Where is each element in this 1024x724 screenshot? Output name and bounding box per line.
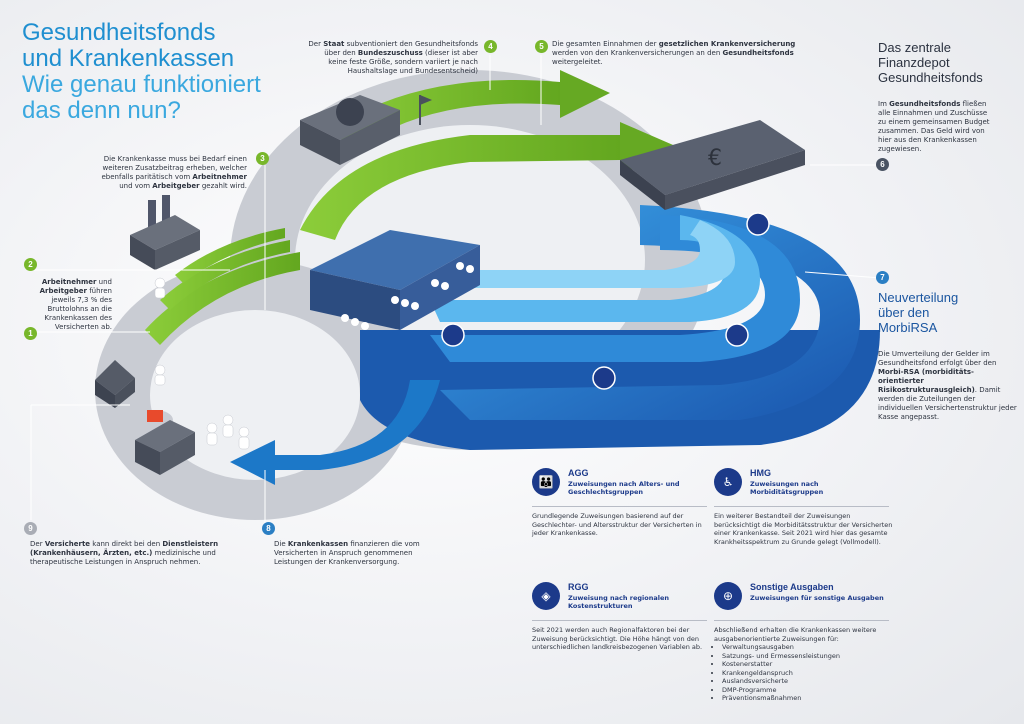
gesundheitsfonds-block: €: [620, 120, 805, 210]
person-pawns: [154, 277, 250, 450]
blue-distribution-bands: [230, 205, 880, 485]
title-line-1: Gesundheitsfonds: [22, 19, 216, 46]
list-item: DMP-Programme: [722, 686, 894, 695]
house-building: [95, 360, 135, 408]
step-5-note: Die gesamten Einnahmen der gesetzlichen …: [552, 40, 796, 66]
title-line-3: Wie genau funktioniert: [22, 71, 261, 98]
list-item: Satzungs- und Ermessensleistungen: [722, 652, 894, 661]
step-6-note: Im Gesundheitsfonds fließen alle Einnahm…: [878, 100, 990, 153]
step-badge-2: 2: [24, 258, 37, 271]
card-agg: 👪 AGG Zuweisungen nach Alters- und Gesch…: [532, 468, 707, 548]
list-item: Verwaltungsausgaben: [722, 643, 894, 652]
state-building: [300, 95, 432, 165]
fonds-header: Das zentrale Finanzdepot Gesundheitsfond…: [878, 40, 983, 85]
step-badge-1: 1: [24, 327, 37, 340]
step-badge-5: 5: [535, 40, 548, 53]
card-hmg: ♿ HMG Zuweisungen nach Morbiditätsgruppe…: [714, 468, 893, 546]
factory-building: [130, 195, 200, 270]
step-badge-8: 8: [262, 522, 275, 535]
band-icons: [441, 212, 770, 390]
morbirsa-header: Neuverteilung über den MorbiRSA: [878, 290, 959, 335]
hospital-building: [135, 410, 195, 475]
green-contribution-arcs: [145, 228, 300, 345]
sonstige-list: Verwaltungsausgaben Satzungs- und Ermess…: [714, 643, 894, 703]
family-icon: 👪: [532, 468, 560, 496]
title-line-4: das denn nun?: [22, 97, 181, 124]
card-sonstige: ⊕ Sonstige Ausgaben Zuweisungen für sons…: [714, 582, 889, 717]
page-title: Gesundheitsfonds und Krankenkassen Wie g…: [22, 20, 322, 124]
germany-map-icon: ◈: [532, 582, 560, 610]
title-line-2: und Krankenkassen: [22, 45, 235, 72]
svg-text:€: €: [708, 146, 722, 171]
step-badge-9: 9: [24, 522, 37, 535]
step-8-note: Die Krankenkassen finanzieren die vom Ve…: [274, 540, 420, 566]
step-9-note: Der Versicherte kann direkt bei den Dien…: [30, 540, 219, 566]
connector-lines: [30, 55, 881, 530]
list-item: Krankengeldanspruch: [722, 669, 894, 678]
patient-icon: ♿: [714, 468, 742, 496]
card-rgg: ◈ RGG Zuweisung nach regionalen Kostenst…: [532, 582, 707, 672]
list-item: Präventionsmaßnahmen: [722, 694, 894, 703]
step-4-note: Der Staat subventioniert den Gesundheits…: [308, 40, 478, 75]
step-badge-7: 7: [876, 271, 889, 284]
krankenkassen-boxes: [310, 230, 480, 330]
step-badge-6: 6: [876, 158, 889, 171]
step-3-note: Die Krankenkasse muss bei Bedarf einen w…: [101, 155, 247, 190]
list-item: Auslandsversicherte: [722, 677, 894, 686]
step-7-note: Die Umverteilung der Gelder im Gesundhei…: [878, 350, 1017, 421]
step-1-2-note: Arbeitnehmer und Arbeitgeber führen jewe…: [39, 278, 112, 331]
step-badge-4: 4: [484, 40, 497, 53]
list-item: Kostenerstatter: [722, 660, 894, 669]
plus-circles-icon: ⊕: [714, 582, 742, 610]
step-badge-3: 3: [256, 152, 269, 165]
